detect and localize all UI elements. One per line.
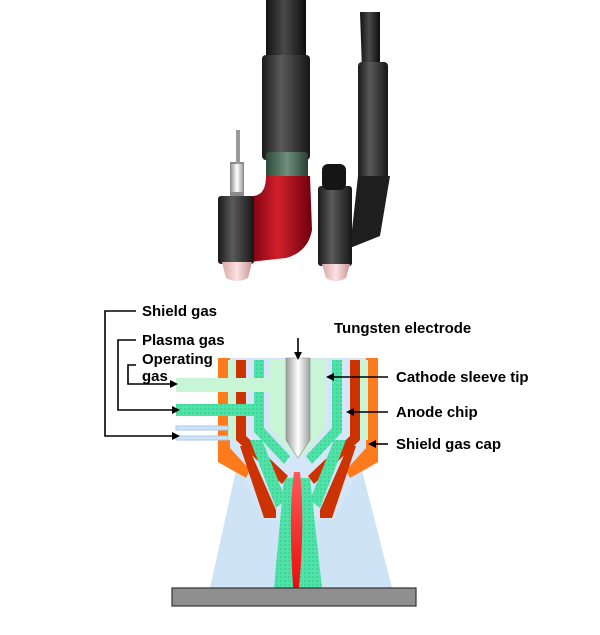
label-cathode-sleeve-tip: Cathode sleeve tip [396,369,529,386]
plasma-gas-channel-left-lower [250,440,286,508]
shield-gas-arrowhead [172,432,180,440]
plasma-gas-channel-right [306,360,342,464]
anode-chip-bottom-right [320,446,356,518]
torch-cross-section [171,357,417,607]
plasma-torch-angled-red [218,0,312,281]
operating-gas-arrowhead [170,380,178,388]
label-shield-gas: Shield gas [142,303,217,320]
plasma-gas-channel-right-lower [310,440,346,508]
torch-photo [218,0,390,281]
anode-chip-bottom-left [240,446,276,518]
leader-lines [104,310,388,448]
anode-chip-arrowhead [346,408,354,416]
operating-gas-inlet [176,378,270,392]
shield-gas-cap-right [346,358,378,478]
shield-gas-leader [104,310,176,437]
label-operating-gas-line2: gas [142,368,168,385]
tungsten-electrode-arrowhead [294,352,302,360]
plasma-arc [290,472,303,606]
shield-gas-inlet-upper [175,425,229,431]
label-plasma-gas: Plasma gas [142,332,225,349]
label-tungsten-electrode: Tungsten electrode [334,320,471,337]
label-anode-chip: Anode chip [396,404,478,421]
label-shield-gas-cap: Shield gas cap [396,436,501,453]
labels: Shield gas Plasma gas Operating gas Tung… [142,303,529,453]
cathode-sleeve-tip-arrowhead [326,373,334,381]
shield-gas-inlet-lower [175,435,229,441]
plasma-gas-arrowhead [172,406,180,414]
plasma-gas-leader [117,339,176,411]
operating-gas-leader [127,364,174,385]
cathode-sleeve-right-strip [360,360,368,440]
cathode-sleeve-left-strip [228,360,236,440]
label-operating-gas-line1: Operating [142,351,213,368]
plasma-torch-angled-black [318,12,390,281]
tungsten-electrode [285,357,311,459]
workpiece [171,587,417,607]
plasma-gas-inlet [176,404,254,416]
shield-gas-cap-arrowhead [368,440,376,448]
